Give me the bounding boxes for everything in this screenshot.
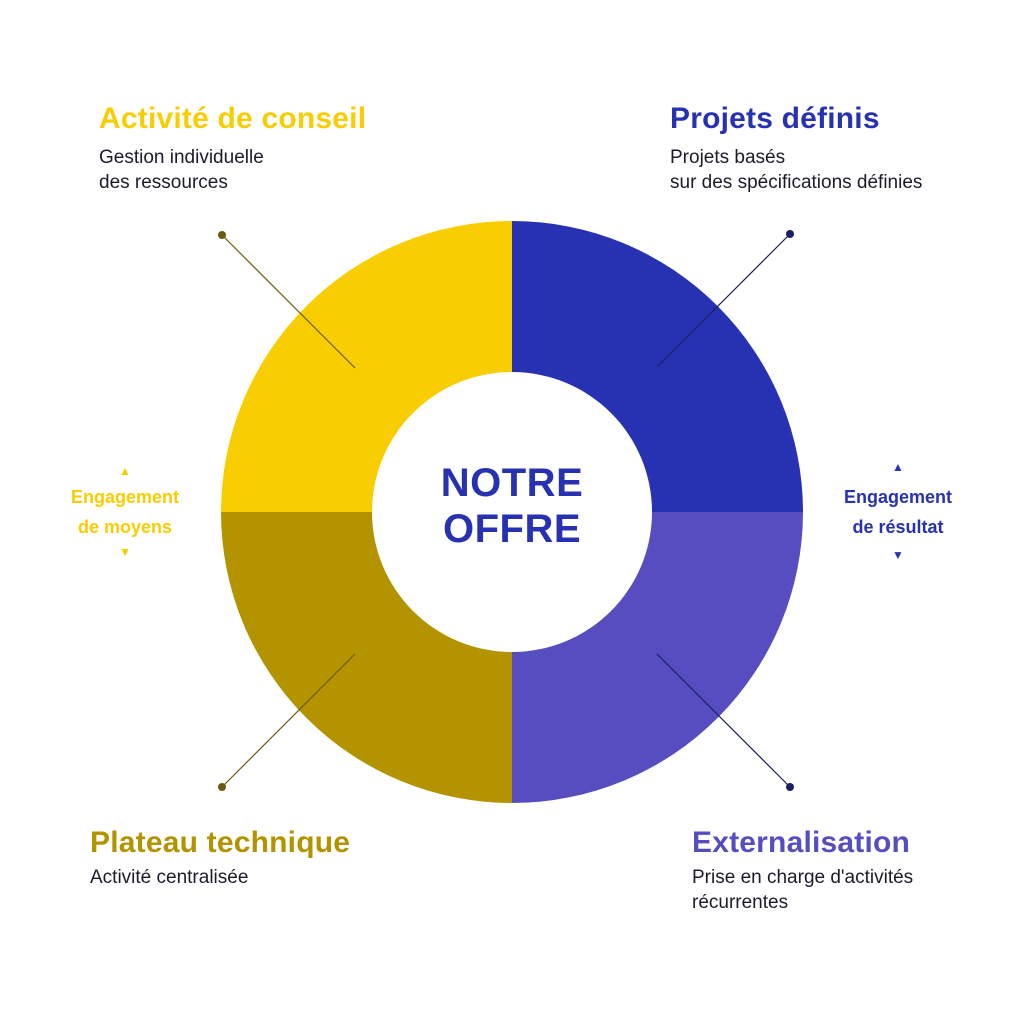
quadrant-description-line: sur des spécifications définies (670, 172, 923, 193)
center-label: NOTRE OFFRE (412, 460, 612, 552)
quadrant-description-line: Prise en charge d'activités (692, 867, 914, 888)
quadrant-description-line: Projets basés (670, 147, 786, 168)
down-arrow-icon: ▼ (119, 545, 131, 559)
quadrant-description-projets: Projets basés sur des spécifications déf… (670, 145, 922, 195)
quadrant-description-line: Gestion individuelle (99, 147, 264, 168)
center-label-line1: NOTRE (440, 461, 584, 505)
connector-dot-bottom-left (218, 783, 226, 791)
connector-line-top-left (221, 234, 356, 369)
connector-line-bottom-right (656, 653, 791, 788)
up-arrow-icon: ▲ (892, 460, 904, 474)
quadrant-title-externalisation: Externalisation (692, 826, 911, 859)
connector-line-bottom-left (221, 653, 356, 788)
axis-label-line: de moyens (77, 517, 173, 537)
quadrant-description-conseil: Gestion individuelle des ressources (99, 145, 264, 195)
axis-label-engagement-resultat: Engagement de résultat (818, 482, 978, 542)
connector-dot-bottom-right (786, 783, 794, 791)
quadrant-description-line: des ressources (99, 172, 228, 193)
connector-line-top-right (656, 233, 791, 368)
quadrant-title-plateau: Plateau technique (90, 826, 351, 859)
quadrant-description-line: récurrentes (692, 892, 789, 913)
quadrant-description-plateau: Activité centralisée (90, 865, 248, 890)
connector-dot-top-right (786, 230, 794, 238)
axis-label-engagement-moyens: Engagement de moyens (45, 482, 205, 542)
ring-segment-top-left (221, 221, 512, 512)
ring-segment-bottom-left (221, 512, 512, 803)
quadrant-description-line: Activité centralisée (90, 867, 249, 888)
up-arrow-icon: ▲ (119, 464, 131, 478)
ring-segment-bottom-right (512, 512, 803, 803)
axis-label-line: de résultat (852, 517, 944, 537)
quadrant-description-externalisation: Prise en charge d'activités récurrentes (692, 865, 913, 915)
quadrant-title-projets: Projets définis (670, 102, 880, 135)
center-label-line2: OFFRE (442, 507, 582, 551)
axis-label-line: Engagement (70, 487, 180, 507)
connector-dot-top-left (218, 231, 226, 239)
axis-label-line: Engagement (843, 487, 953, 507)
quadrant-title-conseil: Activité de conseil (99, 102, 367, 135)
down-arrow-icon: ▼ (892, 548, 904, 562)
